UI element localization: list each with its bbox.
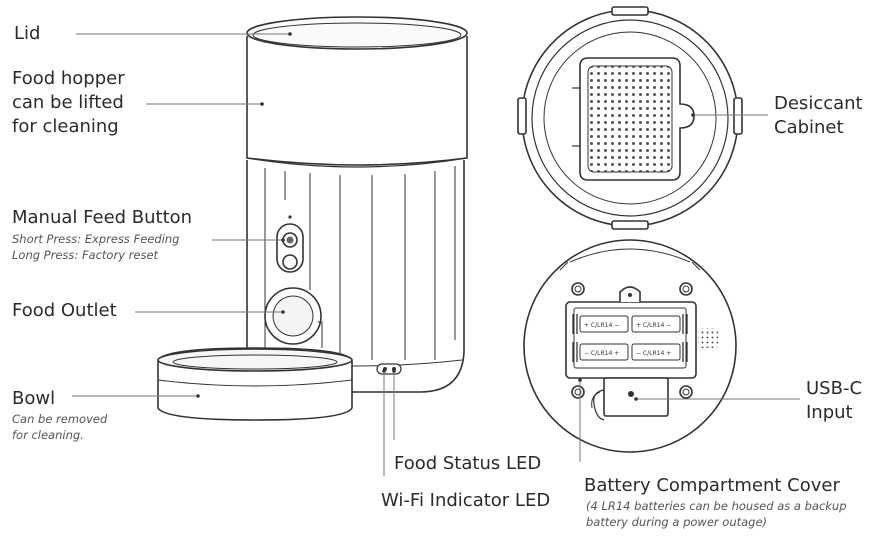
label-lid: Lid xyxy=(14,23,41,44)
label-hopper-line-1: Food hopper xyxy=(12,68,125,89)
label-bowl: Bowl xyxy=(12,388,56,409)
label-manual-feed: Manual Feed Button xyxy=(12,207,193,228)
battery-mark-3: − C/LR14 + xyxy=(584,350,619,357)
label-desiccant-line-1: Desiccant xyxy=(774,93,863,114)
label-hopper-line-3: for cleaning xyxy=(12,116,119,137)
battery-compartment xyxy=(565,301,697,379)
feeder-body xyxy=(246,16,468,393)
feeder-lid xyxy=(246,16,468,50)
bottom-view xyxy=(523,239,737,453)
battery-mark-4: − C/LR14 + xyxy=(636,350,671,357)
label-hopper-line-2: can be lifted xyxy=(12,92,124,113)
label-usbc-line-1: USB-C xyxy=(806,378,863,399)
food-hopper xyxy=(246,36,468,166)
battery-mark-1: + C/LR14 − xyxy=(584,322,619,329)
label-bowl-sub-1: Can be removed xyxy=(12,412,108,426)
usb-c-input xyxy=(603,377,669,417)
base-ribs xyxy=(264,166,456,362)
label-usbc-line-2: Input xyxy=(806,402,853,423)
label-food-outlet: Food Outlet xyxy=(12,300,117,321)
label-manual-feed-sub-2: Long Press: Factory reset xyxy=(12,248,159,262)
top-view xyxy=(517,6,743,230)
label-battery-cover: Battery Compartment Cover xyxy=(584,475,840,496)
label-desiccant-line-2: Cabinet xyxy=(774,117,844,138)
battery-mark-2: + C/LR14 − xyxy=(636,322,671,329)
label-battery-sub-2: battery during a power outage) xyxy=(586,515,768,529)
label-battery-sub-1: (4 LR14 batteries can be housed as a bac… xyxy=(586,499,847,513)
status-leds xyxy=(376,363,402,375)
label-wifi-led: Wi-Fi Indicator LED xyxy=(381,490,551,511)
label-bowl-sub-2: for cleaning. xyxy=(12,428,84,442)
label-food-status-led: Food Status LED xyxy=(394,453,542,474)
leader-lines xyxy=(72,32,800,476)
bowl xyxy=(157,347,353,421)
label-manual-feed-sub-1: Short Press: Express Feeding xyxy=(12,232,180,246)
